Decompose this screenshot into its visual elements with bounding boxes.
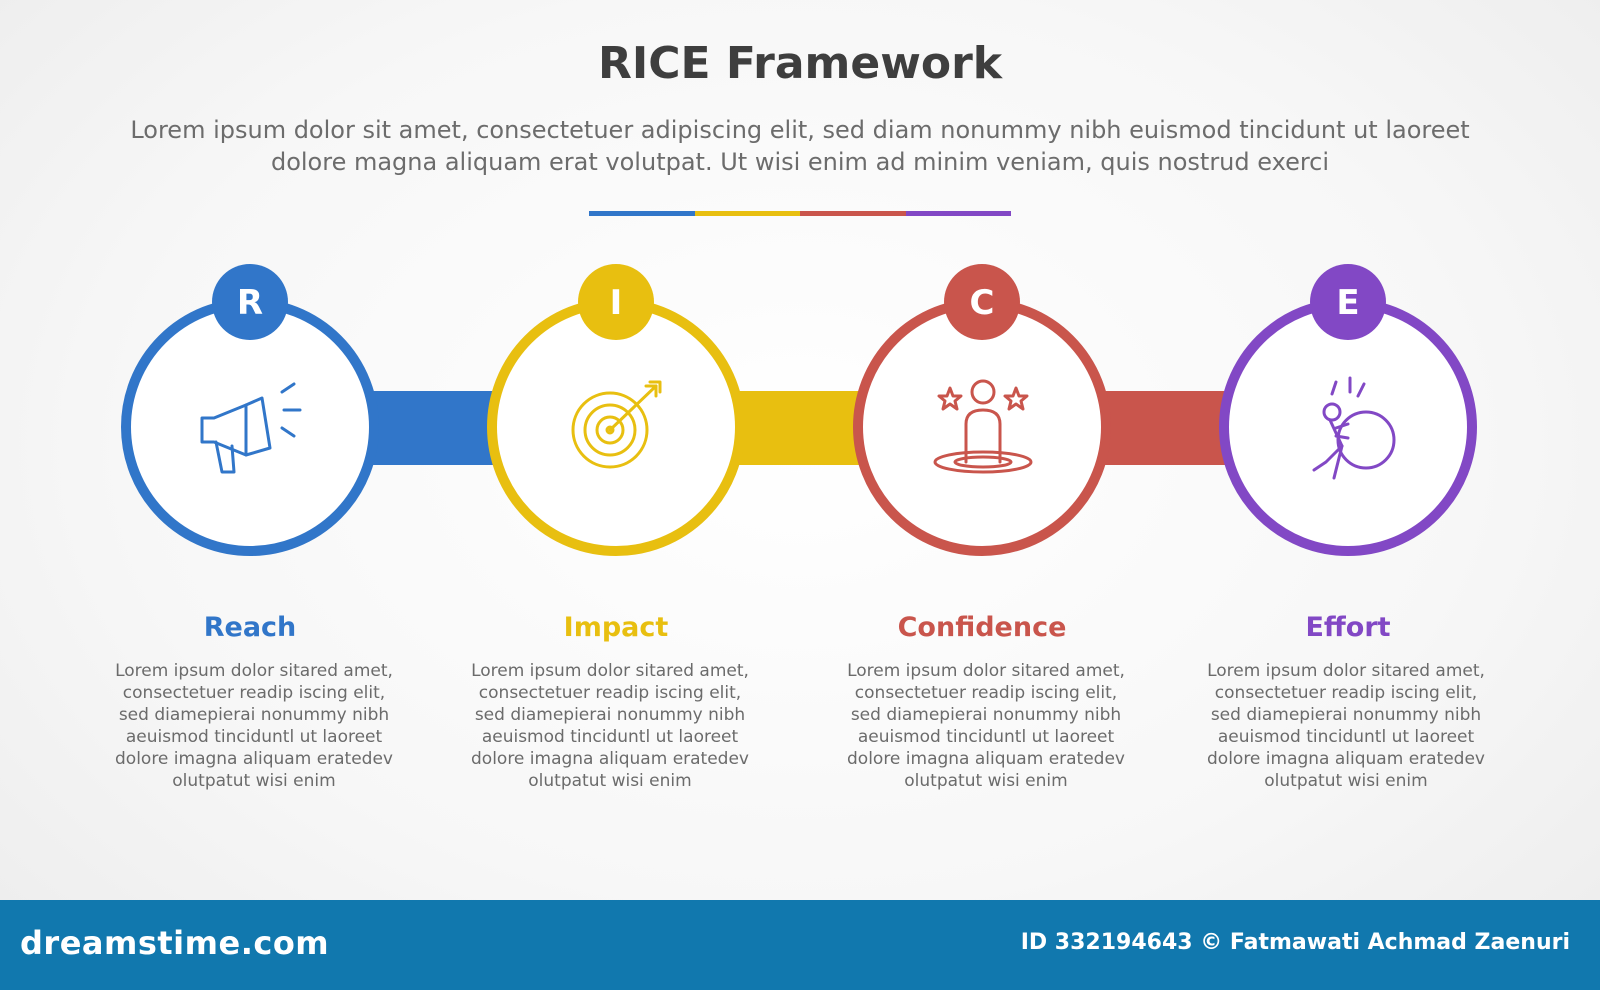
accent-segment-red [800, 211, 906, 216]
person-stars-icon [933, 379, 1033, 474]
step-title-reach: Reach [203, 612, 297, 643]
person-pushing-boulder-icon [1312, 376, 1396, 480]
page-title: RICE Framework [597, 38, 1003, 89]
footer-bar: dreamstime.com ID 332194643 © Fatmawati … [0, 900, 1600, 990]
letter-badge-text: R [237, 283, 263, 323]
step-body-effort: Lorem ipsum dolor sitared amet, consecte… [1207, 661, 1485, 791]
letter-badge [1310, 264, 1386, 340]
step-reach: R [121, 264, 379, 556]
brand-logo[interactable]: dreamstime.com [20, 924, 330, 962]
letter-badge [578, 264, 654, 340]
accent-segment-yellow [694, 211, 800, 216]
step-title-impact: Impact [563, 612, 669, 643]
connector-confidence-effort [1100, 391, 1225, 465]
step-ring [1219, 298, 1477, 556]
letter-badge-text: I [610, 283, 623, 323]
connector-impact-confidence [734, 391, 859, 465]
step-title-confidence: Confidence [897, 612, 1067, 643]
accent-segment-blue [589, 211, 695, 216]
letter-badge-text: C [970, 283, 995, 323]
step-title-effort: Effort [1305, 612, 1391, 643]
step-impact: I [487, 264, 745, 556]
page-subtitle: Lorem ipsum dolor sit amet, consectetuer… [130, 116, 1470, 176]
accent-segment-purple [905, 211, 1011, 216]
image-credit: ID 332194643 © Fatmawati Achmad Zaenuri [1020, 930, 1570, 955]
step-confidence: C [853, 264, 1111, 556]
accent-divider [589, 211, 1011, 216]
letter-badge-text: E [1336, 283, 1359, 323]
target-arrow-icon [571, 380, 662, 469]
rice-diagram: R I C [121, 264, 1477, 556]
megaphone-icon [200, 382, 302, 474]
letter-badge [944, 264, 1020, 340]
step-ring [487, 298, 745, 556]
step-ring [853, 298, 1111, 556]
letter-badge [212, 264, 288, 340]
step-effort: E [1219, 264, 1477, 556]
step-body-confidence: Lorem ipsum dolor sitared amet, consecte… [847, 661, 1125, 791]
step-body-reach: Lorem ipsum dolor sitared amet, consecte… [115, 661, 393, 791]
step-ring [121, 298, 379, 556]
step-body-impact: Lorem ipsum dolor sitared amet, consecte… [471, 661, 749, 791]
connector-reach-impact [368, 391, 493, 465]
